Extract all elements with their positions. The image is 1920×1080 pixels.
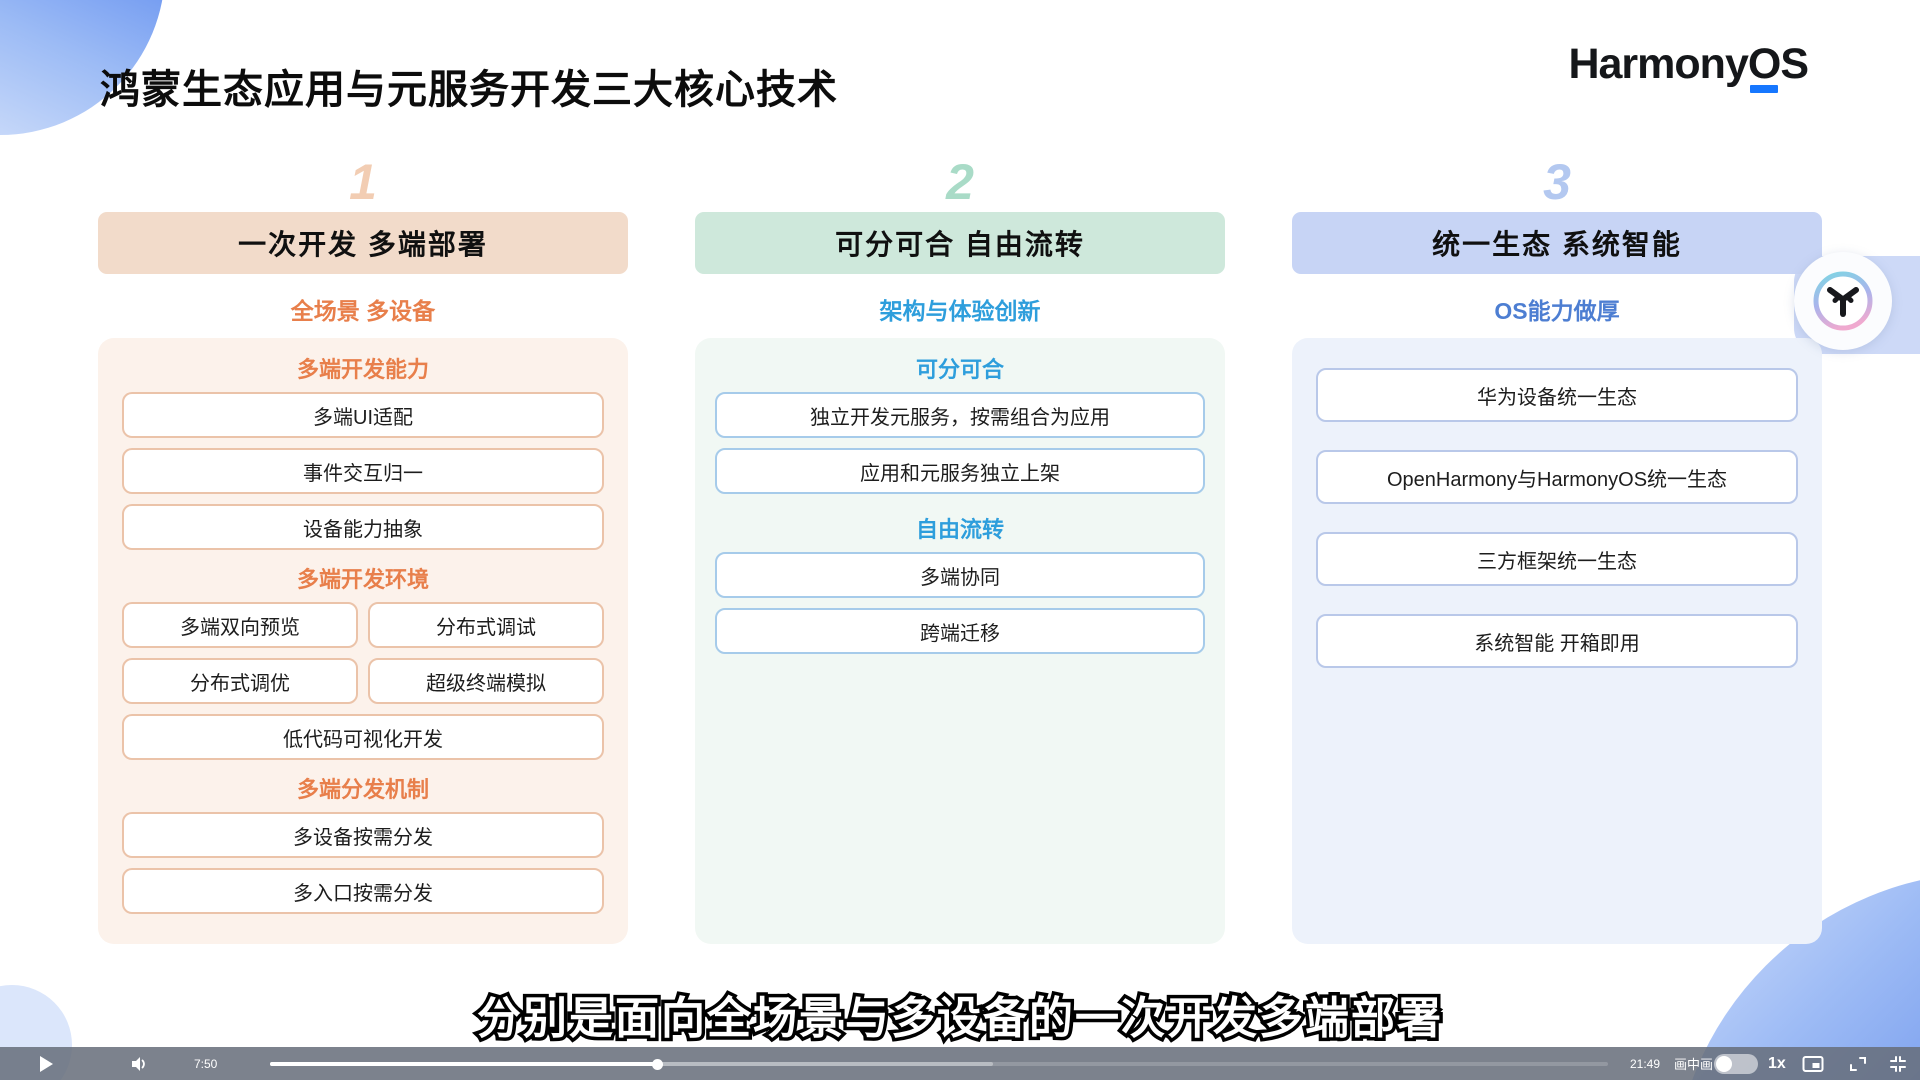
column-header: 统一生态 系统智能 [1292, 212, 1822, 274]
section-label: 多端分发机制 [296, 777, 429, 802]
feature-box: 低代码可视化开发 [122, 714, 604, 760]
feature-box: 多端双向预览 [122, 602, 358, 648]
player-control-bar[interactable]: 7:50 21:49 画中画 1x [0, 1047, 1920, 1080]
duration: 21:49 [1630, 1047, 1660, 1080]
harmony-trident-icon [1813, 271, 1873, 331]
current-time-text: 7:50 [194, 1056, 218, 1071]
column-panel: 华为设备统一生态 OpenHarmony与HarmonyOS统一生态 三方框架统… [1292, 338, 1822, 944]
picture-in-picture-icon [1802, 1055, 1824, 1072]
section-label: 可分可合 [915, 357, 1004, 382]
current-time: 7:50 [194, 1047, 217, 1080]
toggle-track[interactable] [1714, 1053, 1758, 1074]
duration-text: 21:49 [1630, 1056, 1661, 1071]
feature-box: 三方框架统一生态 [1316, 532, 1798, 586]
feature-box: 设备能力抽象 [122, 504, 604, 550]
fullscreen-button[interactable] [1888, 1047, 1908, 1080]
column-subtitle: 架构与体验创新 [879, 298, 1041, 324]
feature-box: 系统智能 开箱即用 [1316, 614, 1798, 668]
playback-speed-button[interactable]: 1x [1768, 1047, 1786, 1080]
speed-text: 1x [1768, 1054, 1786, 1072]
logo-text-s: S [1780, 40, 1809, 88]
expand-button[interactable] [1848, 1047, 1868, 1080]
column-number: 2 [946, 154, 974, 210]
column-header: 一次开发 多端部署 [98, 212, 628, 274]
column-once-develop: 1 一次开发 多端部署 全场景 多设备 多端开发能力 多端UI适配 事件交互归一… [98, 156, 628, 944]
feature-box: 应用和元服务独立上架 [715, 448, 1205, 494]
column-panel: 多端开发能力 多端UI适配 事件交互归一 设备能力抽象 多端开发环境 多端双向预… [98, 338, 628, 944]
speaker-icon [132, 1056, 145, 1071]
video-subtitle: 分别是面向全场景与多设备的一次开发多端部署 [474, 991, 1445, 1047]
three-columns: 1 一次开发 多端部署 全场景 多设备 多端开发能力 多端UI适配 事件交互归一… [98, 156, 1822, 944]
picture-in-picture-button[interactable] [1802, 1047, 1824, 1080]
progress-thumb[interactable] [652, 1058, 664, 1070]
feature-box: 独立开发元服务，按需组合为应用 [715, 392, 1205, 438]
section-label: 多端开发环境 [296, 567, 429, 592]
play-button[interactable] [40, 1047, 53, 1080]
feature-box: 华为设备统一生态 [1316, 368, 1798, 422]
feature-box: 多端协同 [715, 552, 1205, 598]
progress-bar[interactable] [270, 1058, 1608, 1070]
pip-toggle[interactable] [1714, 1047, 1758, 1080]
feature-box: OpenHarmony与HarmonyOS统一生态 [1316, 450, 1798, 504]
fullscreen-compress-icon [1890, 1055, 1906, 1072]
column-panel: 可分可合 独立开发元服务，按需组合为应用 应用和元服务独立上架 自由流转 多端协… [695, 338, 1225, 944]
pip-label: 画中画 [1674, 1047, 1713, 1080]
section-label: 自由流转 [915, 517, 1004, 542]
feature-box: 多设备按需分发 [122, 812, 604, 858]
column-split-combine: 2 可分可合 自由流转 架构与体验创新 可分可合 独立开发元服务，按需组合为应用… [695, 156, 1225, 944]
column-subtitle: 全场景 多设备 [290, 298, 436, 324]
feature-box: 超级终端模拟 [368, 658, 604, 704]
feature-grid: 多端双向预览 分布式调试 分布式调优 超级终端模拟 [122, 602, 604, 714]
logo-o-underlined: O [1747, 40, 1781, 93]
harmony-ecosystem-badge [1794, 252, 1892, 350]
feature-box: 多入口按需分发 [122, 868, 604, 914]
feature-box: 分布式调试 [368, 602, 604, 648]
column-unified-ecosystem: 3 统一生态 系统智能 OS能力做厚 华为设备统一生态 OpenHarmony与… [1292, 156, 1822, 944]
column-number: 3 [1543, 154, 1571, 210]
expand-icon [1850, 1056, 1866, 1071]
feature-box: 事件交互归一 [122, 448, 604, 494]
page-title: 鸿蒙生态应用与元服务开发三大核心技术 [100, 68, 838, 112]
toggle-knob [1716, 1055, 1732, 1072]
column-number: 1 [349, 154, 377, 210]
feature-box: 多端UI适配 [122, 392, 604, 438]
volume-button[interactable] [130, 1047, 150, 1080]
progress-played [270, 1058, 664, 1070]
play-icon [40, 1055, 53, 1072]
column-header: 可分可合 自由流转 [695, 212, 1225, 274]
section-label: 多端开发能力 [296, 357, 429, 382]
logo-text-y: y [1724, 40, 1749, 88]
feature-box: 跨端迁移 [715, 608, 1205, 654]
feature-box: 分布式调优 [122, 658, 358, 704]
column-subtitle: OS能力做厚 [1494, 298, 1620, 324]
pip-label-text: 画中画 [1674, 1057, 1714, 1072]
logo-text: Harmon [1568, 40, 1725, 88]
